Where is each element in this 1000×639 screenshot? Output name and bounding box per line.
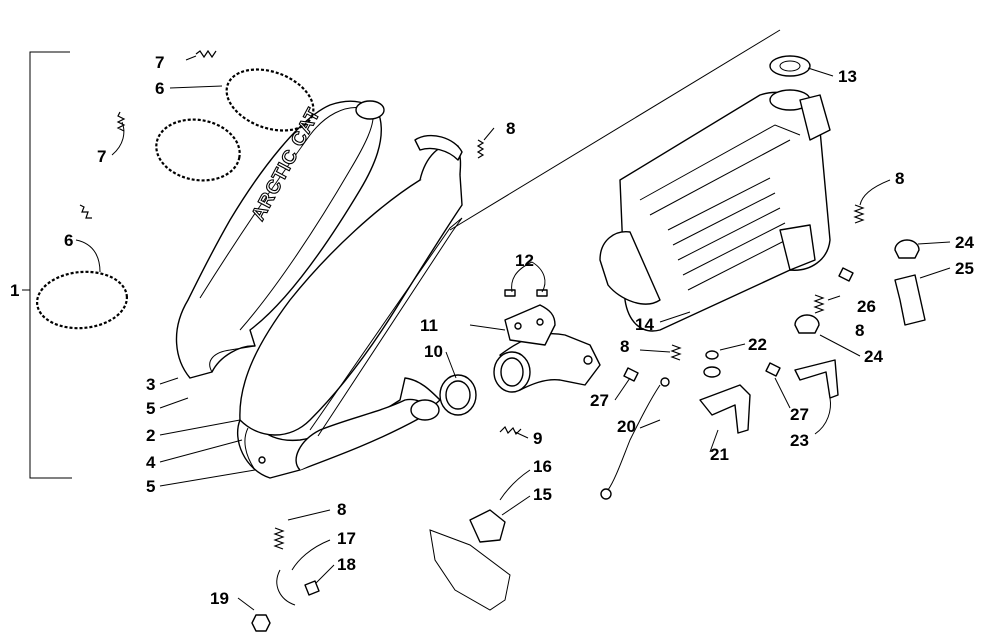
label-3: 3 bbox=[146, 375, 155, 394]
clamp-ring-1 bbox=[225, 68, 315, 132]
label-27b: 27 bbox=[790, 405, 809, 424]
label-23: 23 bbox=[790, 431, 809, 450]
washer-22b bbox=[705, 350, 719, 360]
spring-near-8 bbox=[476, 139, 485, 159]
bolt-27b bbox=[765, 362, 781, 377]
exhaust-manifold bbox=[493, 304, 601, 393]
main-muffler bbox=[236, 134, 463, 479]
callout-labels: 1 2 3 4 5 5 6 6 7 7 8 8 8 8 8 9 10 11 12… bbox=[10, 53, 974, 608]
label-8e: 8 bbox=[337, 500, 346, 519]
label-25: 25 bbox=[955, 259, 974, 278]
clamp-ring-2 bbox=[155, 118, 241, 182]
spring-top-left bbox=[195, 49, 217, 59]
spring-left-lower bbox=[79, 204, 92, 219]
nut-19 bbox=[251, 614, 271, 632]
bolt-26 bbox=[838, 267, 854, 282]
spring-right-upper bbox=[853, 204, 865, 224]
label-18: 18 bbox=[337, 555, 356, 574]
label-9: 9 bbox=[533, 429, 542, 448]
label-16: 16 bbox=[533, 457, 552, 476]
label-2: 2 bbox=[146, 426, 155, 445]
label-13: 13 bbox=[838, 67, 857, 86]
bumper-upper bbox=[894, 239, 920, 259]
label-8d: 8 bbox=[620, 337, 629, 356]
label-11: 11 bbox=[420, 316, 438, 335]
spring-left-upper bbox=[116, 111, 126, 132]
label-14: 14 bbox=[635, 315, 654, 334]
label-12: 12 bbox=[515, 251, 534, 270]
label-24a: 24 bbox=[955, 233, 974, 252]
label-6b: 6 bbox=[64, 231, 73, 250]
clamp-ring-3 bbox=[36, 270, 128, 330]
label-19: 19 bbox=[210, 589, 229, 608]
label-24b: 24 bbox=[864, 347, 883, 366]
spring-right-mid bbox=[813, 294, 825, 314]
bracket-25 bbox=[894, 274, 926, 326]
label-17: 17 bbox=[337, 529, 356, 548]
label-5b: 5 bbox=[146, 477, 155, 496]
washer-22 bbox=[703, 366, 721, 378]
label-8c: 8 bbox=[855, 321, 864, 340]
frame-piece bbox=[429, 529, 511, 611]
leader-long bbox=[449, 29, 781, 231]
label-26: 26 bbox=[857, 297, 876, 316]
label-20: 20 bbox=[617, 417, 636, 436]
bracket-23 bbox=[794, 359, 839, 399]
grommet-13 bbox=[769, 55, 811, 77]
label-5a: 5 bbox=[146, 399, 155, 418]
bolt-27a bbox=[623, 367, 639, 382]
label-15: 15 bbox=[533, 485, 552, 504]
gasket bbox=[439, 374, 477, 416]
label-6a: 6 bbox=[155, 79, 164, 98]
label-22: 22 bbox=[748, 335, 767, 354]
label-8b: 8 bbox=[895, 169, 904, 188]
bolt-pair bbox=[504, 289, 548, 297]
ground-cable bbox=[607, 384, 661, 491]
label-1: 1 bbox=[10, 281, 19, 300]
spring-bottom bbox=[273, 527, 285, 550]
kit-bracket bbox=[29, 51, 72, 479]
label-27a: 27 bbox=[590, 391, 609, 410]
leader-lines bbox=[75, 55, 951, 611]
hook-17 bbox=[276, 569, 296, 606]
bracket-21 bbox=[699, 384, 751, 434]
label-7b: 7 bbox=[97, 147, 106, 166]
bolt-18 bbox=[304, 580, 320, 596]
exhaust-clip bbox=[469, 509, 506, 543]
label-10: 10 bbox=[424, 342, 443, 361]
silencer-box bbox=[599, 55, 831, 332]
label-8a: 8 bbox=[506, 119, 515, 138]
spring-center bbox=[670, 344, 682, 361]
label-7a: 7 bbox=[155, 53, 164, 72]
label-4: 4 bbox=[146, 453, 156, 472]
bumper-lower bbox=[794, 314, 820, 334]
label-21: 21 bbox=[710, 445, 729, 464]
